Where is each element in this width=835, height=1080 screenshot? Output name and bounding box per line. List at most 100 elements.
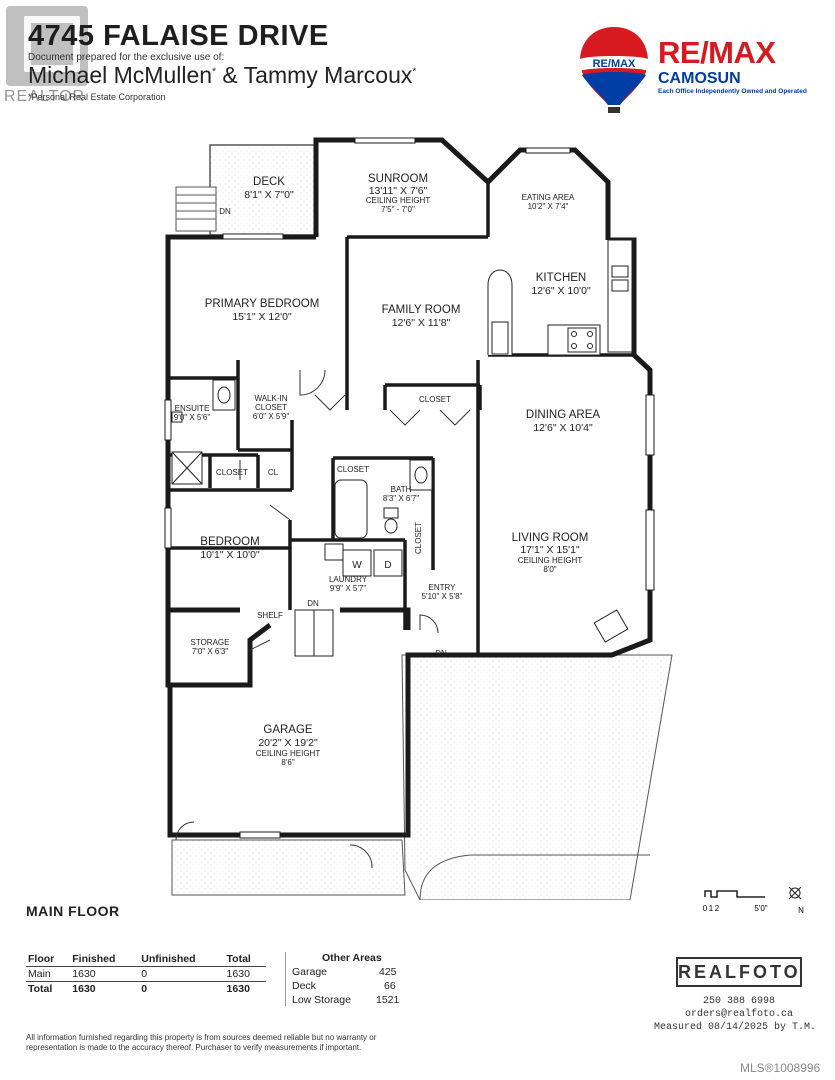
room-labels: DECK 8'1" X 7"0" DN SUNROOM 13'11" X 7'6… <box>174 173 601 767</box>
deck-stairs-dn: DN <box>219 207 231 216</box>
room-name-closet-bath: CLOSET <box>337 465 369 474</box>
table-header-row: Floor Finished Unfinished Total <box>26 952 266 967</box>
front-walkway <box>171 839 406 896</box>
cell-total-label: Total <box>26 981 71 996</box>
cell-total-total: 1630 <box>224 981 266 996</box>
deck-stairs <box>175 186 217 232</box>
other-areas-box <box>285 952 416 1006</box>
room-name-entry: ENTRY <box>429 583 457 592</box>
other-areas-title: Other Areas <box>322 952 382 964</box>
garage-ceiling-label: CEILING HEIGHT <box>256 749 321 758</box>
room-name-shelf: SHELF <box>257 611 283 620</box>
table-total-row: Total 1630 0 1630 <box>26 981 266 996</box>
floor-plan: W D DECK 8'1" X 7"0" DN SUNROOM 13'11" X… <box>164 137 673 900</box>
realfoto-logo: REALFOTO <box>676 957 802 987</box>
other-area-name: Low Storage <box>292 994 351 1006</box>
property-address-title: 4745 FALAISE DRIVE <box>28 20 329 52</box>
scale-tick-5: 5'0" <box>754 904 767 913</box>
deck-area <box>209 144 317 236</box>
table-row: Main 1630 0 1630 <box>26 967 266 982</box>
north-arrow-icon: N <box>788 887 804 915</box>
bath-fixtures <box>171 379 433 539</box>
realfoto-email: orders@realfoto.ca <box>684 1009 794 1020</box>
laundry-stairs-dn: DN <box>307 599 319 608</box>
col-header-total: Total <box>224 952 266 967</box>
cell-total-unfinished: 0 <box>139 981 225 996</box>
room-dims-dining-area: 12'6" X 10'4" <box>533 422 593 434</box>
corporation-note: *Personal Real Estate Corporation <box>28 92 166 102</box>
other-area-value: 1521 <box>376 994 400 1006</box>
remax-brand-name: RE/MAX <box>658 35 776 70</box>
agent-mark-1: * <box>212 66 216 78</box>
cell-unfinished: 0 <box>141 968 148 980</box>
room-name-cl: CL <box>268 468 279 477</box>
room-name-family-room: FAMILY ROOM <box>382 304 461 316</box>
room-name-sunroom: SUNROOM <box>368 173 428 185</box>
room-name-walk-in-closet: CLOSET <box>255 403 287 412</box>
remax-office-name: CAMOSUN <box>658 70 741 87</box>
room-dims-family-room: 12'6" X 11'8" <box>392 317 451 329</box>
washer-label: W <box>352 560 362 571</box>
room-dims-storage: 7'0" X 6'3" <box>192 647 228 656</box>
room-dims-garage: 20'2" X 19'2" <box>258 737 318 749</box>
other-area-name: Garage <box>292 966 328 978</box>
balloon-text: RE/MAX <box>593 58 636 70</box>
col-header-unfinished: Unfinished <box>139 952 225 967</box>
garage-ceiling-value: 8'6" <box>281 758 294 767</box>
room-dims-walk-in: 6'0" X 5'9" <box>253 412 289 421</box>
room-dims-entry: 5'10" X 5'8" <box>422 592 463 601</box>
realtor-watermark-text: REALTOR <box>4 88 86 105</box>
room-name-living-room: LIVING ROOM <box>512 532 589 544</box>
realfoto-phone: 250 388 6998 <box>702 996 775 1007</box>
cell-total: 1630 <box>226 968 250 980</box>
other-area-value: 425 <box>379 966 397 978</box>
col-header-floor: Floor <box>26 952 71 967</box>
measured-note: Measured 08/14/2025 by T.M. <box>653 1022 816 1033</box>
room-dims-bath: 8'3" X 6'7" <box>383 494 419 503</box>
room-name-garage: GARAGE <box>263 724 313 736</box>
remax-balloon-logo: RE/MAX <box>580 27 648 113</box>
area-summary-table: Floor Finished Unfinished Total Main 163… <box>26 952 266 996</box>
prepared-for-note: Document prepared for the exclusive use … <box>28 52 225 63</box>
room-name-ensuite: ENSUITE <box>175 404 210 413</box>
cell-finished: 1630 <box>72 968 96 980</box>
room-name-closet-entry: CLOSET <box>414 522 423 554</box>
room-dims-deck: 8'1" X 7"0" <box>244 189 294 201</box>
room-name-storage: STORAGE <box>191 638 230 647</box>
room-name-closet-bedroom: CLOSET <box>216 468 248 477</box>
room-name-laundry: LAUNDRY <box>329 575 368 584</box>
agent-names: Michael McMullen* & Tammy Marcoux* <box>28 62 416 89</box>
other-area-name: Deck <box>292 980 316 992</box>
agent-mark-2: * <box>412 66 417 78</box>
disclaimer-text: All information furnished regarding this… <box>26 1033 377 1052</box>
scale-tick-1: 1 <box>709 904 714 913</box>
other-area-value: 66 <box>384 980 396 992</box>
scale-bar: 0 1 2 5'0" N <box>703 887 804 915</box>
room-name-dining-area: DINING AREA <box>526 409 600 421</box>
agent-name-1: Michael McMullen <box>28 62 213 88</box>
room-dims-sunroom: 13'11" X 7'6" <box>369 185 428 197</box>
room-name-primary-bedroom: PRIMARY BEDROOM <box>205 298 320 310</box>
remax-tagline: Each Office Independently Owned and Oper… <box>658 88 807 95</box>
room-dims-living-room: 17'1" X 15'1" <box>520 544 580 556</box>
col-header-finished: Finished <box>70 952 140 967</box>
room-name-eating-area: EATING AREA <box>522 193 575 202</box>
scale-tick-2: 2 <box>715 904 720 913</box>
scale-tick-0: 0 <box>703 904 708 913</box>
room-name-walk-in: WALK-IN <box>254 394 287 403</box>
room-dims-kitchen: 12'6" X 10'0" <box>531 285 591 297</box>
realfoto-logo-text: REALFOTO <box>678 962 801 982</box>
room-name-deck: DECK <box>253 176 285 188</box>
cell-floor: Main <box>28 968 51 980</box>
dryer-label: D <box>384 560 391 571</box>
room-name-bedroom: BEDROOM <box>200 536 259 548</box>
room-name-closet-family: CLOSET <box>419 395 451 404</box>
north-label: N <box>798 906 804 915</box>
room-name-kitchen: KITCHEN <box>536 272 586 284</box>
cell-total-finished: 1630 <box>70 981 140 996</box>
realtor-logo-watermark <box>6 6 88 86</box>
room-dims-primary-bedroom: 15'1" X 12'0" <box>232 311 292 323</box>
sunroom-ceiling-value: 7'5" - 7'0" <box>381 205 415 214</box>
sunroom-ceiling-label: CEILING HEIGHT <box>366 196 431 205</box>
living-ceiling-label: CEILING HEIGHT <box>518 556 583 565</box>
